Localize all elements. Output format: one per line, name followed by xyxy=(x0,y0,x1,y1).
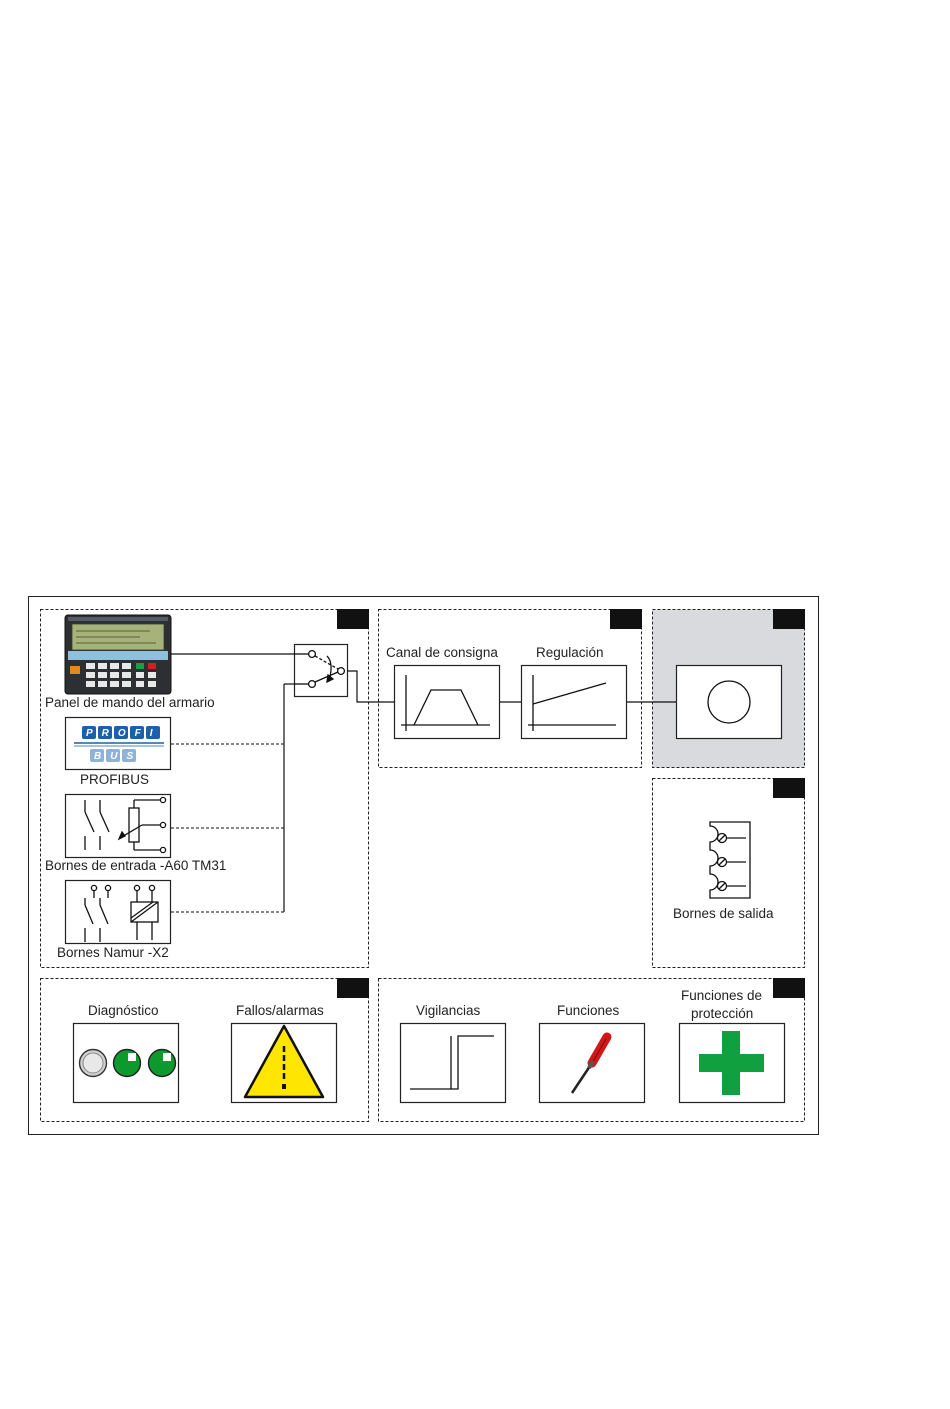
control-label: Regulación xyxy=(536,645,604,660)
operator-panel-label: Panel de mando del armario xyxy=(45,695,215,710)
protection-label-line1: Funciones de xyxy=(681,988,762,1003)
selector-switch-box xyxy=(295,645,348,697)
control-box xyxy=(522,666,627,739)
setpoint-channel-label: Canal de consigna xyxy=(386,645,498,660)
input-terminals-label: Bornes de entrada -A60 TM31 xyxy=(45,858,226,873)
diagnostics-label: Diagnóstico xyxy=(88,1003,159,1018)
namur-terminals-box xyxy=(66,881,171,944)
functions-label: Funciones xyxy=(557,1003,620,1018)
motor-box xyxy=(677,666,782,739)
corner-tag xyxy=(773,778,805,798)
profibus-label: PROFIBUS xyxy=(80,772,149,787)
faults-alarms-label: Fallos/alarmas xyxy=(236,1003,324,1018)
corner-tag xyxy=(610,609,642,629)
corner-tag xyxy=(337,978,369,998)
corner-tag xyxy=(337,609,369,629)
corner-tag xyxy=(773,609,805,629)
setpoint-channel-box xyxy=(395,666,500,739)
monitoring-label: Vigilancias xyxy=(416,1003,481,1018)
output-terminals-label: Bornes de salida xyxy=(673,906,774,921)
svg-text:PROFI: PROFI xyxy=(86,728,162,739)
svg-text:BUS: BUS xyxy=(94,751,142,762)
protection-label-line2: protección xyxy=(691,1006,753,1021)
namur-terminals-label: Bornes Namur -X2 xyxy=(57,945,169,960)
operator-panel-icon xyxy=(65,615,171,694)
input-terminals-box xyxy=(66,795,171,858)
corner-tag xyxy=(773,978,805,998)
status-leds-icon xyxy=(80,1050,176,1077)
